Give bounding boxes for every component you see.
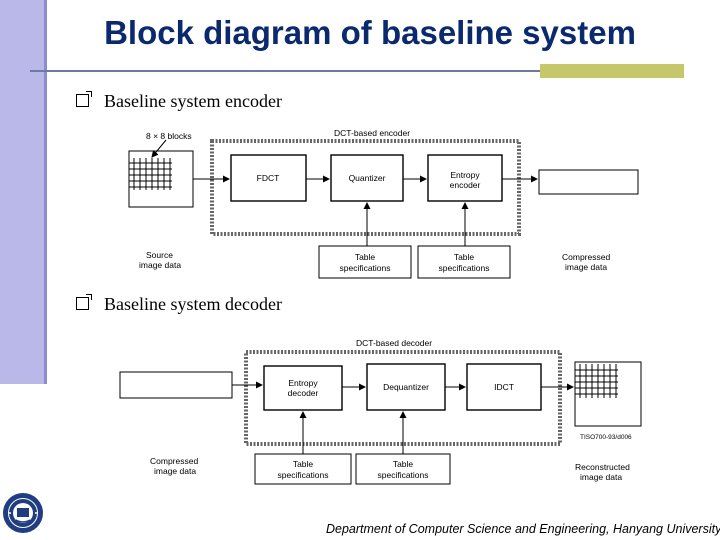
decoder-compressed-line2: image data bbox=[154, 466, 196, 476]
decoder-table2-line1: Table bbox=[393, 459, 414, 469]
entropy-encoder-line1: Entropy bbox=[450, 170, 480, 180]
reconstructed-line1: Reconstructed bbox=[575, 462, 630, 472]
fdct-block bbox=[230, 154, 307, 202]
bullet-decoder: Baseline system decoder bbox=[104, 294, 282, 314]
encoder-table1-line1: Table bbox=[355, 252, 376, 262]
compressed-output-box bbox=[538, 169, 639, 195]
sidebar-stripe-edge bbox=[44, 0, 47, 384]
decoder-table1-line2: specifications bbox=[277, 470, 328, 480]
source-image-grid bbox=[128, 139, 194, 208]
sidebar-stripe bbox=[0, 0, 46, 384]
encoder-table1-line2: specifications bbox=[339, 263, 390, 273]
checkbox-bullet-icon bbox=[76, 91, 92, 107]
encoder-diagram: 8 × 8 blocks DCT-based encoder FDCT Quan… bbox=[128, 128, 639, 279]
reconstructed-line2: image data bbox=[580, 472, 622, 482]
footer-text: Department of Computer Science and Engin… bbox=[326, 522, 720, 536]
reconstructed-image-grid bbox=[574, 361, 642, 427]
entropy-decoder-block bbox=[263, 365, 343, 411]
fdct-label: FDCT bbox=[257, 173, 280, 183]
encoder-table2-line2: specifications bbox=[438, 263, 489, 273]
decoder-diagram: DCT-based decoder Entropy decoder Dequan… bbox=[119, 338, 642, 485]
quantizer-label: Quantizer bbox=[349, 173, 386, 183]
blocks-label: 8 × 8 blocks bbox=[146, 131, 192, 141]
decoder-group-label: DCT-based decoder bbox=[356, 338, 432, 348]
encoder-table-spec-1 bbox=[318, 245, 412, 279]
decoder-table2-line2: specifications bbox=[377, 470, 428, 480]
entropy-decoder-line1: Entropy bbox=[288, 378, 318, 388]
encoder-table-spec-2 bbox=[417, 245, 511, 279]
compressed-input-box bbox=[119, 371, 233, 399]
entropy-encoder-line2: encoder bbox=[450, 180, 481, 190]
slide-title: Block diagram of baseline system bbox=[104, 14, 636, 51]
decoder-table-spec-1 bbox=[254, 453, 352, 485]
quantizer-block bbox=[330, 154, 404, 202]
idct-label: IDCT bbox=[494, 382, 514, 392]
entropy-decoder-line2: decoder bbox=[288, 388, 319, 398]
compressed-label-line2: image data bbox=[565, 262, 607, 272]
decoder-table1-line1: Table bbox=[293, 459, 314, 469]
decoder-table-spec-2 bbox=[355, 453, 451, 485]
title-accent-bar bbox=[540, 64, 684, 78]
title-underline bbox=[30, 70, 540, 72]
encoder-group-label: DCT-based encoder bbox=[334, 128, 410, 138]
figure-id: TISO700-93/d006 bbox=[580, 434, 632, 441]
source-label-line2: image data bbox=[139, 260, 181, 270]
bullet-encoder: Baseline system encoder bbox=[104, 91, 282, 111]
checkbox-bullet-icon bbox=[76, 294, 92, 310]
university-seal-icon bbox=[3, 493, 43, 533]
idct-block bbox=[466, 363, 542, 411]
dequantizer-label: Dequantizer bbox=[383, 382, 429, 392]
decoder-compressed-line1: Compressed bbox=[150, 456, 198, 466]
encoder-table2-line1: Table bbox=[454, 252, 475, 262]
compressed-label-line1: Compressed bbox=[562, 252, 610, 262]
encoder-group-box bbox=[210, 139, 521, 236]
source-label-line1: Source bbox=[146, 250, 173, 260]
entropy-encoder-block bbox=[427, 154, 503, 202]
dequantizer-block bbox=[366, 363, 446, 411]
source-image-frame bbox=[128, 150, 194, 208]
